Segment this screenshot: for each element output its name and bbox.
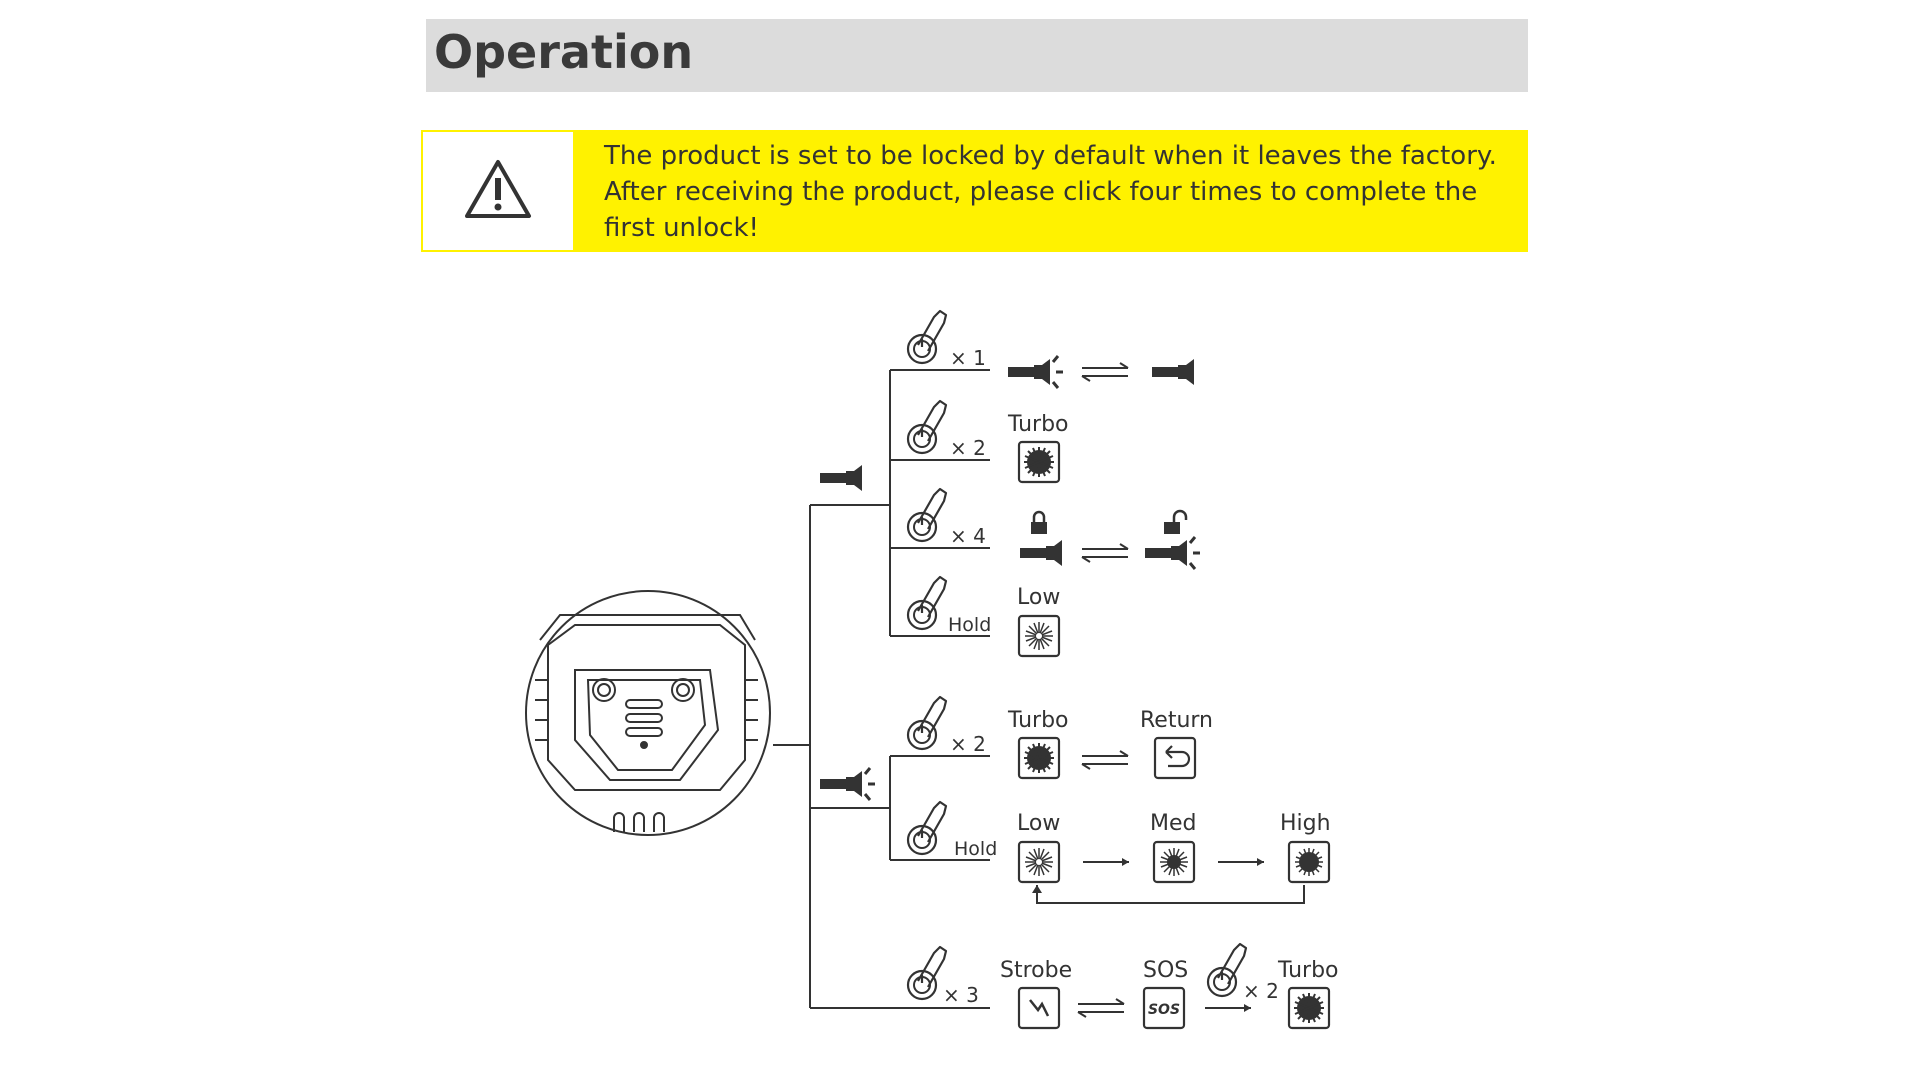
sos-badge: SOS (1148, 1002, 1180, 1018)
mode-label: High (1280, 811, 1331, 836)
toggle-arrow (1077, 998, 1125, 1018)
warning-box: The product is set to be locked by defau… (421, 130, 1528, 252)
next-arrow (1217, 857, 1265, 867)
low-mode-icon (1017, 614, 1061, 658)
loop-arrow-head (1032, 885, 1042, 893)
tree-lines (773, 369, 1305, 1009)
return-icon (1153, 736, 1197, 780)
warning-text: The product is set to be locked by defau… (604, 138, 1504, 246)
warning-line: first unlock! (604, 213, 759, 243)
flashlight-on-off-toggle (1008, 354, 1194, 390)
flashlight-on-icon (820, 766, 877, 802)
warning-triangle-icon (465, 160, 531, 218)
press-count: × 2 (1243, 979, 1279, 1003)
mode-label: Low (1017, 585, 1060, 610)
warning-icon-box (423, 132, 573, 250)
button-press-icon (906, 399, 948, 455)
headlamp-closeup-icon (525, 590, 771, 836)
unlock-icon (1162, 509, 1188, 536)
press-count: Hold (954, 838, 997, 860)
next-arrow (1082, 857, 1130, 867)
mode-label: Med (1150, 811, 1196, 836)
sos-icon: SOS (1142, 986, 1186, 1030)
lock-unlock-toggle (1020, 509, 1202, 571)
button-press-icon (906, 309, 948, 365)
press-count: × 1 (950, 346, 986, 370)
turbo-mode-icon (1017, 736, 1061, 780)
toggle-arrow (1081, 750, 1129, 770)
mode-label: Turbo (1007, 412, 1069, 437)
button-press-icon (906, 487, 948, 543)
button-press-icon (906, 800, 948, 856)
turbo-mode-icon (1017, 440, 1061, 484)
warning-line: After receiving the product, please clic… (604, 177, 1478, 207)
page-title: Operation (434, 25, 694, 79)
mode-label: Turbo (1007, 708, 1069, 733)
mode-label: Return (1140, 708, 1213, 733)
mode-label: SOS (1143, 958, 1188, 983)
button-press-icon (906, 575, 948, 631)
mode-label: Strobe (1000, 958, 1072, 983)
press-count: × 2 (950, 732, 986, 756)
press-count: × 2 (950, 436, 986, 460)
button-press-icon (1206, 942, 1248, 998)
mode-label: Turbo (1277, 958, 1339, 983)
med-mode-icon (1152, 840, 1196, 884)
low-mode-icon (1017, 840, 1061, 884)
strobe-icon (1017, 986, 1061, 1030)
high-mode-icon (1287, 840, 1331, 884)
turbo-mode-icon (1287, 986, 1331, 1030)
header-bar: Operation (426, 19, 1528, 92)
button-press-icon (906, 695, 948, 751)
flashlight-off-icon (820, 465, 862, 491)
button-press-icon (906, 945, 948, 1001)
lock-icon (1029, 510, 1049, 536)
press-count: × 4 (950, 524, 986, 548)
press-count: Hold (948, 614, 991, 636)
press-count: × 3 (943, 983, 979, 1007)
warning-line: The product is set to be locked by defau… (604, 141, 1497, 171)
mode-label: Low (1017, 811, 1060, 836)
next-arrow (1204, 1003, 1252, 1013)
